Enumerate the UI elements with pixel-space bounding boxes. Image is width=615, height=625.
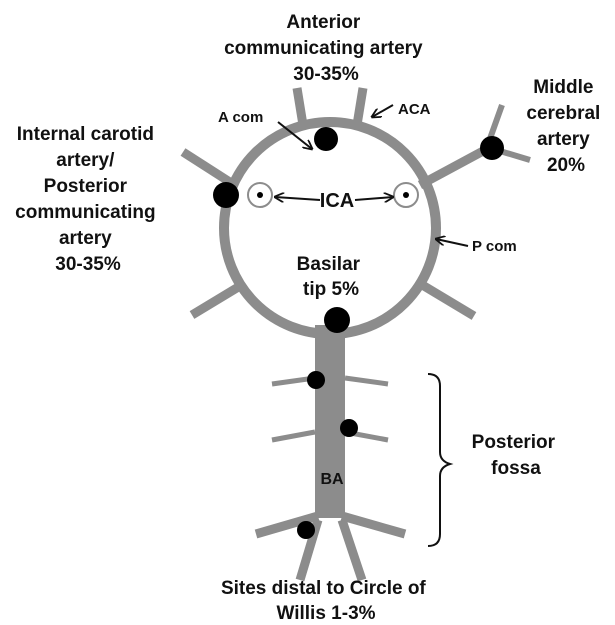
distal-sites-label: Sites distal to Circle of Willis 1-3% [221, 578, 431, 624]
ica-pcom-region-label: Internal carotid artery/ Posterior commu… [15, 124, 161, 275]
left-upper-branch [183, 152, 236, 186]
aca-label: ACA [398, 101, 431, 118]
ica-left-marker [248, 183, 272, 207]
basilar-tip-label: Basilar tip 5% [297, 254, 366, 300]
ba-label: BA [320, 471, 344, 488]
aneurysm-dot-ica-pcom [213, 182, 239, 208]
acom-label: A com [218, 109, 263, 126]
left-lower-branch [192, 286, 240, 315]
ica-pcom-line-4: communicating [15, 202, 155, 223]
ica-right-arrow [355, 197, 393, 200]
aneurysm-dot-pf-2 [340, 419, 358, 437]
aca-branch-left [297, 88, 303, 125]
circle-of-willis-vessel [224, 122, 436, 334]
mca-region-line-3: artery [537, 129, 590, 150]
basilar-tip-line-2: tip 5% [303, 279, 359, 300]
distal-branch-right [342, 520, 362, 580]
aca-branch-right [357, 88, 363, 125]
aneurysm-dot-mca [480, 136, 504, 160]
posterior-fossa-brace [428, 374, 450, 546]
ica-pcom-line-2: artery/ [56, 150, 115, 171]
ica-pcom-line-3: Posterior [44, 176, 128, 197]
right-lower-branch [424, 286, 474, 316]
posterior-fossa-label: Posterior fossa [472, 432, 561, 479]
aneurysm-dot-distal [297, 521, 315, 539]
distal-branch-right-lateral [342, 516, 405, 534]
mca-branch [420, 150, 485, 185]
basilar-tip-line-1: Basilar [297, 254, 361, 275]
vessel-network [183, 88, 530, 580]
posterior-fossa-line-1: Posterior [472, 432, 556, 453]
mca-region-line-4: 20% [547, 155, 585, 176]
mca-region-line-1: Middle [533, 77, 593, 98]
ica-left-arrow [275, 197, 320, 200]
distal-sites-line-2: Willis 1-3% [276, 603, 375, 624]
aneurysm-dot-basilar-tip [324, 307, 350, 333]
pcom-label: P com [472, 238, 517, 255]
acom-region-label: Anterior communicating artery 30-35% [224, 12, 428, 85]
ica-pcom-line-1: Internal carotid [17, 124, 154, 145]
aneurysm-dot-acom [314, 127, 338, 151]
aca-arrow [372, 105, 393, 117]
pf-branch-1-right [345, 378, 388, 384]
acom-region-line-1: Anterior [286, 12, 361, 33]
ica-pcom-line-6: 30-35% [55, 254, 121, 275]
posterior-fossa-line-2: fossa [491, 458, 541, 479]
mca-region-label: Middle cerebral artery 20% [526, 77, 605, 176]
mca-region-line-2: cerebral [526, 103, 600, 124]
pf-branch-2-left [272, 432, 315, 440]
ica-right-marker [394, 183, 418, 207]
acom-region-line-3: 30-35% [293, 64, 359, 85]
ica-pcom-line-5: artery [59, 228, 112, 249]
pcom-arrow [436, 239, 468, 246]
distal-sites-line-1: Sites distal to Circle of [221, 578, 426, 599]
aneurysm-dot-pf-1 [307, 371, 325, 389]
ica-label: ICA [320, 190, 354, 212]
acom-region-line-2: communicating artery [224, 38, 423, 59]
